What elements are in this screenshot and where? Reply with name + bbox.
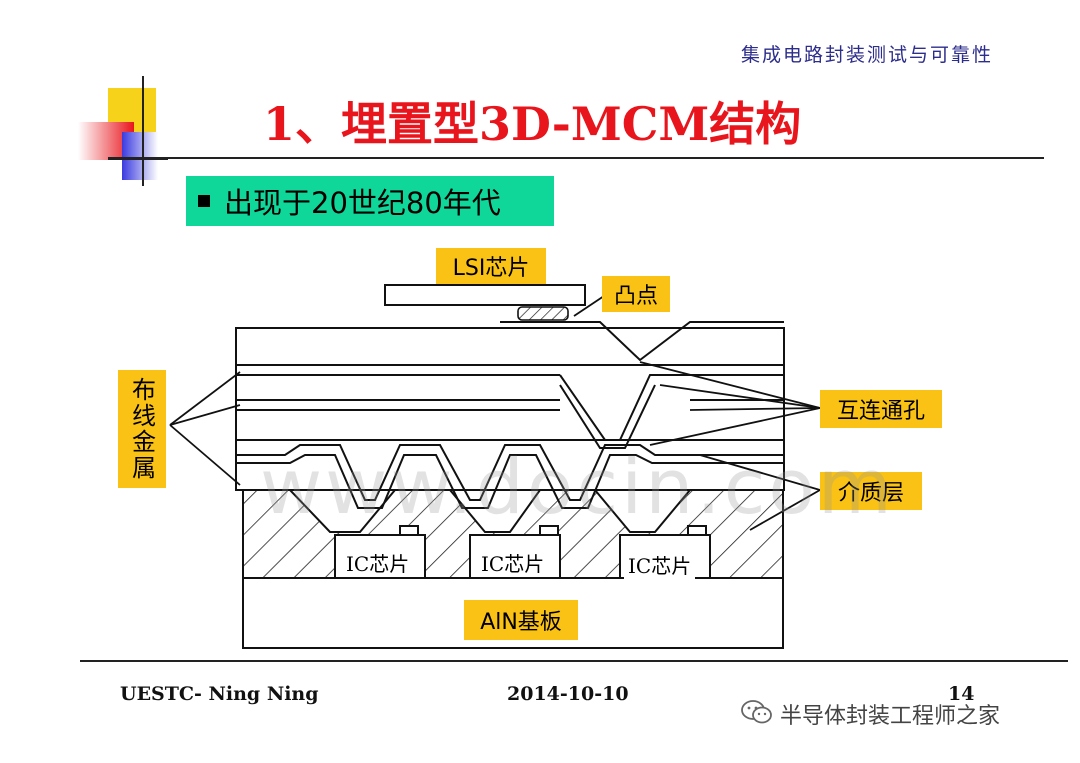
leader-line bbox=[573, 295, 605, 317]
bullet-marker bbox=[198, 195, 210, 207]
title-divider bbox=[108, 157, 1044, 159]
via-wave-layer bbox=[236, 444, 784, 501]
interconnect-via-main bbox=[500, 321, 784, 362]
leader-line bbox=[659, 384, 821, 409]
label-substrate: AlN基板 bbox=[464, 600, 578, 640]
label-bump: 凸点 bbox=[602, 276, 670, 312]
leader-line bbox=[169, 404, 241, 426]
leader-line bbox=[639, 361, 821, 409]
ic-pad-1 bbox=[399, 525, 419, 536]
wechat-account-name: 半导体封装工程师之家 bbox=[780, 704, 1001, 729]
label-lsi-chip: LSI芯片 bbox=[436, 248, 546, 284]
ic-pad-3 bbox=[687, 525, 707, 536]
lsi-chip-body bbox=[384, 284, 586, 306]
label-interconnect-via: 互连通孔 bbox=[820, 390, 942, 428]
leader-line bbox=[749, 489, 821, 531]
label-dielectric-layer: 介质层 bbox=[820, 472, 922, 510]
footer-page-number: 14 bbox=[948, 683, 975, 705]
leader-line bbox=[169, 371, 241, 426]
interconnect-via-deep-2 bbox=[559, 384, 656, 449]
label-ic-chip-1: IC芯片 bbox=[342, 548, 414, 577]
page-title: 1、埋置型3D-MCM结构 bbox=[263, 97, 802, 151]
footer-author: UESTC- Ning Ning bbox=[120, 683, 319, 705]
via-wave-layer-2 bbox=[236, 454, 784, 509]
wechat-attribution: 半导体封装工程师之家 bbox=[740, 698, 1000, 730]
label-ic-chip-2: IC芯片 bbox=[477, 548, 549, 577]
leader-line bbox=[649, 407, 821, 446]
leader-line bbox=[689, 407, 821, 411]
footer-date: 2014-10-10 bbox=[507, 683, 629, 705]
bullet-text: 出现于20世纪80年代 bbox=[224, 186, 501, 220]
watermark: www.docin.com bbox=[260, 442, 895, 531]
title-decoration bbox=[78, 76, 188, 186]
label-ic-chip-3: IC芯片 bbox=[624, 550, 696, 579]
header-subtitle: 集成电路封装测试与可靠性 bbox=[740, 44, 993, 66]
leader-line bbox=[169, 424, 241, 486]
interconnect-via-deep bbox=[559, 374, 690, 441]
bump-shape bbox=[517, 306, 569, 321]
ic-pad-2 bbox=[539, 525, 559, 536]
bullet-item: 出现于20世纪80年代 bbox=[186, 176, 554, 226]
footer-divider bbox=[80, 660, 1068, 662]
wechat-icon bbox=[740, 698, 774, 730]
label-wiring-metal: 布线金属 bbox=[118, 370, 166, 488]
leader-line bbox=[699, 454, 821, 491]
